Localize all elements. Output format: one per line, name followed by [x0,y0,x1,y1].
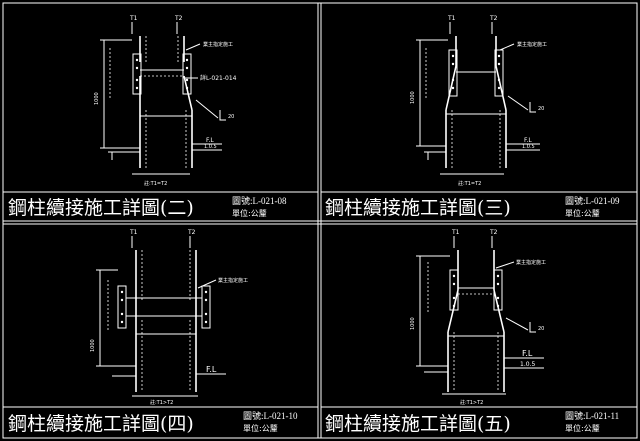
slope-leader [195,99,219,119]
top-label-t1: T1 [129,229,138,236]
tapered-flange-left [447,289,459,333]
left-splice-plate [117,285,127,329]
reference-note: 詳L-021-014 [200,74,237,82]
thickness-note: 註:T1=T2 [458,180,481,187]
slope-triangle [529,322,536,333]
drawing-number: 圖號:L-021-10 [243,410,298,421]
unit-label: 單位:公釐 [565,208,600,218]
weld-note: 業主指定施工 [218,277,248,284]
fl-label: F.L [524,137,532,144]
top-label-t2: T2 [174,15,183,22]
slope-triangle [529,102,536,113]
top-label-t1: T1 [451,229,460,236]
weld-note-leader [197,279,217,289]
panel-detail-5: T1 T2 1000 業主指定施工 20 F.L 1.0.5 [325,229,619,435]
thickness-note: 註:T1>T2 [460,399,483,406]
tapered-flange-left [445,65,457,111]
thickness-note: 註:T1=T2 [144,180,167,187]
weld-note-leader [499,43,515,51]
right-splice-plate [201,285,211,329]
unit-label: 單位:公釐 [565,423,600,433]
drawing-number: 圖號:L-021-11 [565,410,619,421]
panel-detail-4: T1 T2 1000 業主指定施工 F.L 註:T1>T2 鋼柱續接施工詳 [8,229,298,435]
top-label-t2: T2 [489,229,498,236]
slope-label: 20 [538,106,544,112]
height-dimension: 1000 [90,339,96,352]
fl-label: F.L [206,365,217,374]
top-label-t2: T2 [187,229,196,236]
slope-label: 20 [228,114,234,120]
panel-title: 鋼柱續接施工詳圖(二) [8,197,194,219]
panel-title: 鋼柱續接施工詳圖(四) [8,413,194,435]
slope-leader [507,95,529,111]
slope-label: 20 [538,326,544,332]
thickness-note: 註:T1>T2 [150,399,173,406]
slope-leader [505,317,529,331]
tapered-flange-right [495,65,507,111]
unit-label: 單位:公釐 [243,423,278,433]
weld-note: 業主指定施工 [517,41,547,48]
right-splice-plate [494,49,504,97]
height-dimension: 1000 [410,91,416,104]
panel-detail-3: T1 T2 1000 業主指定施工 20 F.L 1.0.5 [325,15,620,219]
level-label: 1.0.5 [522,144,535,150]
panel-detail-2: T1 T2 1000 業主指定施工 [8,15,287,219]
left-splice-plate [448,49,458,97]
drawing-number: 圖號:L-021-08 [232,195,287,206]
top-label-t1: T1 [129,15,138,22]
fl-label: F.L [206,137,214,144]
weld-note: 業主指定施工 [203,41,233,48]
slope-triangle [219,110,226,121]
panel-title: 鋼柱續接施工詳圖(三) [325,197,511,219]
height-dimension: 1000 [94,92,100,105]
right-splice-plate [182,53,192,95]
drawing-number: 圖號:L-021-09 [565,195,620,206]
left-splice-plate [132,53,142,95]
top-label-t2: T2 [489,15,498,22]
tapered-flange [183,75,193,111]
weld-note-leader [185,43,201,51]
top-label-t1: T1 [447,15,456,22]
tapered-flange-right [493,289,505,333]
level-label: 1.0.5 [204,144,217,150]
panel-title: 鋼柱續接施工詳圖(五) [325,413,511,435]
height-dimension: 1000 [410,317,416,330]
weld-note-leader [495,261,515,269]
unit-label: 單位:公釐 [232,208,267,218]
fl-label: F.L [522,349,533,358]
level-label: 1.0.5 [520,361,535,368]
weld-note: 業主指定施工 [516,259,546,266]
